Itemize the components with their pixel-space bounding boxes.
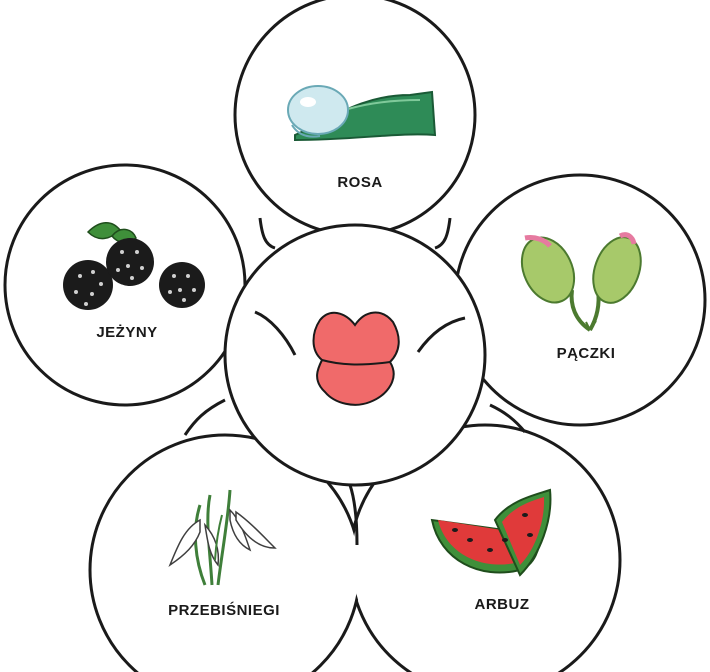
petal-label-przebisniegi: PRZEBIŚNIEGI <box>168 602 280 619</box>
petal-label-rosa: ROSA <box>337 174 382 191</box>
petal-label-paczki: PĄCZKI <box>557 345 616 362</box>
petal-label-jezyny: JEŻYNY <box>96 324 157 341</box>
petal-label-arbuz: ARBUZ <box>475 596 530 613</box>
